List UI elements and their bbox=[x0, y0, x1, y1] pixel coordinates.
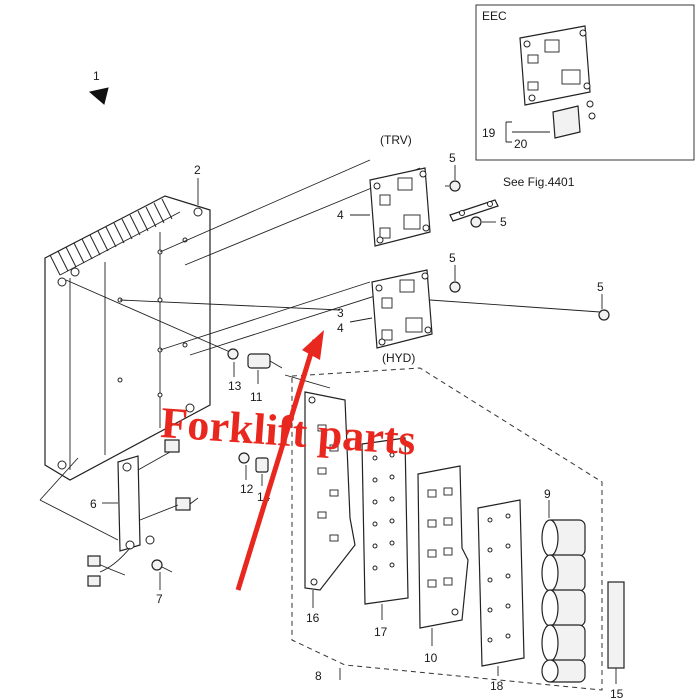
eec-inset-frame bbox=[475, 4, 695, 161]
capacitor-icon bbox=[541, 589, 586, 627]
board-13: 18 bbox=[477, 499, 525, 693]
capacitor-icon bbox=[541, 554, 586, 592]
assembly-8-outline bbox=[291, 367, 603, 691]
watermark-stroke bbox=[235, 339, 318, 591]
heatsink-assembly: 2 bbox=[44, 163, 211, 481]
assembly-leader-lines bbox=[65, 159, 601, 389]
screw-icon bbox=[598, 309, 610, 321]
eec-controller-module bbox=[519, 25, 591, 106]
label-hyd: (HYD) bbox=[382, 351, 415, 365]
washer-icon bbox=[227, 348, 239, 360]
board-11: 16 bbox=[304, 391, 356, 625]
callout-4-trv: 4 bbox=[337, 208, 344, 222]
washer-icon bbox=[238, 452, 250, 464]
screw-set-5: 5 See Fig.4401 5 5 5 bbox=[445, 151, 610, 321]
screw-icon bbox=[151, 559, 173, 573]
callout-12: 17 bbox=[374, 625, 388, 639]
callout-15: 11 bbox=[250, 390, 263, 404]
callout-20: 20 bbox=[514, 137, 528, 151]
callout-5-b: 5 bbox=[500, 215, 507, 229]
callout-2: 2 bbox=[194, 163, 201, 177]
callout-13: 18 bbox=[490, 679, 504, 693]
eec-capacitor-block bbox=[552, 100, 596, 139]
eec-callout-bracket bbox=[505, 121, 550, 143]
callout-5-d: 5 bbox=[597, 280, 604, 294]
sensor-bracket: 6 bbox=[39, 439, 199, 552]
heatsink-fins bbox=[49, 198, 173, 276]
callout-9: 9 bbox=[544, 487, 551, 501]
screw-icon bbox=[449, 281, 461, 293]
callout-16: 12 bbox=[240, 482, 254, 496]
label-see-fig: See Fig.4401 bbox=[503, 175, 575, 189]
screw-icon bbox=[470, 216, 482, 228]
wire-harness: 7 bbox=[87, 547, 173, 606]
eec-inset: EEC 19 20 bbox=[475, 4, 695, 161]
screw-icon bbox=[445, 180, 461, 192]
trv-power-module: (TRV) 4 bbox=[337, 133, 431, 247]
standoff-set: 13 11 bbox=[227, 348, 283, 404]
insulator-bar: 15 bbox=[607, 581, 625, 700]
capacitor-icon bbox=[541, 519, 586, 557]
hex-standoff bbox=[247, 353, 271, 369]
callout-3: 3 bbox=[337, 306, 344, 320]
capacitor-icon bbox=[541, 624, 586, 662]
capacitor-board-assembly: 8 16 17 bbox=[291, 367, 603, 693]
board-12: 17 bbox=[361, 437, 409, 639]
callout-8: 8 bbox=[315, 669, 322, 683]
callout-1: 1 bbox=[93, 69, 100, 83]
arrow-marker-icon bbox=[88, 87, 109, 105]
label-trv: (TRV) bbox=[380, 133, 412, 147]
callout-14: 15 bbox=[610, 687, 624, 700]
capacitor-icon bbox=[541, 659, 586, 683]
callout-17: 13 bbox=[228, 379, 242, 393]
label-eec: EEC bbox=[482, 9, 507, 23]
callout-6: 6 bbox=[90, 497, 97, 511]
capacitor-stack: 9 bbox=[541, 487, 586, 683]
nut-icon bbox=[255, 457, 269, 473]
callout-4-hyd: 4 bbox=[337, 321, 344, 335]
hyd-power-module: 3 4 (HYD) bbox=[337, 269, 433, 365]
board-10: 10 bbox=[417, 465, 469, 665]
front-direction-arrow: 1 bbox=[88, 69, 109, 105]
callout-5-a: 5 bbox=[449, 151, 456, 165]
callout-11: 16 bbox=[306, 611, 320, 625]
callout-5-c: 5 bbox=[449, 251, 456, 265]
watermark-text: Forklift parts bbox=[159, 398, 417, 465]
callout-19: 19 bbox=[482, 126, 496, 140]
watermark-arrow-icon bbox=[302, 330, 324, 360]
callout-10: 10 bbox=[424, 651, 438, 665]
callout-7: 7 bbox=[156, 592, 163, 606]
heatsink-body bbox=[44, 195, 211, 481]
